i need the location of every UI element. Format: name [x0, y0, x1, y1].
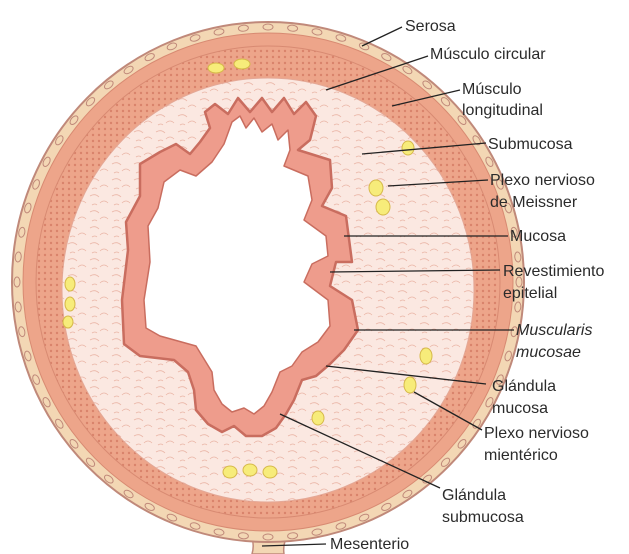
label-mesenterio: Mesenterio — [330, 535, 409, 554]
label-mucosa: Mucosa — [510, 227, 566, 246]
label-muscularis-mucosae-1: Muscularis — [516, 321, 592, 340]
label-glandula-submucosa-2: submucosa — [442, 508, 524, 527]
label-glandula-mucosa-2: mucosa — [492, 399, 548, 418]
label-musculo-longitudinal-1: Músculo — [462, 80, 522, 99]
label-revestimiento-epitelial-2: epitelial — [503, 284, 557, 303]
label-glandula-submucosa-1: Glándula — [442, 486, 506, 505]
label-serosa: Serosa — [405, 17, 456, 36]
label-musculo-longitudinal-2: longitudinal — [462, 101, 543, 120]
label-plexo-meissner-2: de Meissner — [490, 193, 577, 212]
label-revestimiento-epitelial-1: Revestimiento — [503, 262, 604, 281]
label-musculo-circular: Músculo circular — [430, 45, 546, 64]
label-muscularis-mucosae-2: mucosae — [516, 343, 581, 362]
label-submucosa: Submucosa — [488, 135, 573, 154]
label-glandula-mucosa-1: Glándula — [492, 377, 556, 396]
label-plexo-mienterico-1: Plexo nervioso — [484, 424, 589, 443]
label-plexo-mienterico-2: mientérico — [484, 446, 558, 465]
label-plexo-meissner-1: Plexo nervioso — [490, 171, 595, 190]
